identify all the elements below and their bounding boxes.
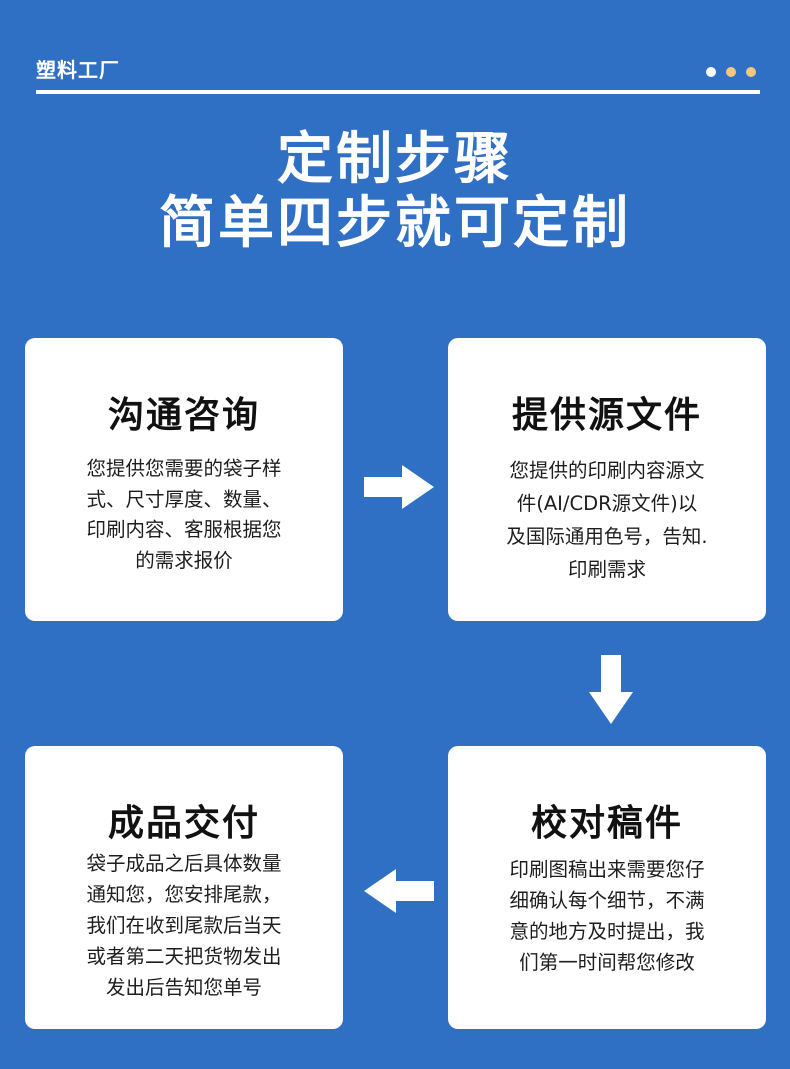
step-description: 您提供您需要的袋子样 式、尺寸厚度、数量、 印刷内容、客服根据您 的需求报价 [25,454,343,576]
step-card-consult: 沟通咨询 您提供您需要的袋子样 式、尺寸厚度、数量、 印刷内容、客服根据您 的需… [25,338,343,621]
window-dots [706,67,756,77]
step-card-source-files: 提供源文件 您提供的印刷内容源文 件(AI/CDR源文件)以 及国际通用色号，告… [448,338,766,621]
desc-line: 印刷内容、客服根据您 [86,518,282,541]
desc-line: 们第一时间帮您修改 [519,951,695,974]
brand-label: 塑料工厂 [36,58,120,82]
desc-line: 及国际通用色号，告知. [506,525,708,548]
step-title: 提供源文件 [511,395,702,436]
step-description: 袋子成品之后具体数量 通知您，您安排尾款， 我们在收到尾款后当天 或者第二天把货… [25,848,343,1003]
step-description: 印刷图稿出来需要您仔 细确认每个细节，不满 意的地方及时提出，我 们第一时间帮您… [448,854,766,978]
step-card-delivery: 成品交付 袋子成品之后具体数量 通知您，您安排尾款， 我们在收到尾款后当天 或者… [25,746,343,1029]
desc-line: 或者第二天把货物发出 [86,945,282,968]
desc-line: 件(AI/CDR源文件)以 [516,492,698,515]
desc-line: 您提供您需要的袋子样 [86,457,282,480]
step-card-proofing: 校对稿件 印刷图稿出来需要您仔 细确认每个细节，不满 意的地方及时提出，我 们第… [448,746,766,1029]
header-divider [36,90,760,94]
desc-line: 细确认每个细节，不满 [509,889,705,912]
desc-line: 印刷图稿出来需要您仔 [509,858,705,881]
step-description: 您提供的印刷内容源文 件(AI/CDR源文件)以 及国际通用色号，告知. 印刷需… [448,454,766,586]
desc-line: 意的地方及时提出，我 [509,920,705,943]
desc-line: 印刷需求 [567,558,646,581]
page-subtitle: 简单四步就可定制 [159,191,631,256]
desc-line: 通知您，您安排尾款， [86,883,282,906]
desc-line: 的需求报价 [135,548,233,572]
step-title: 校对稿件 [530,803,683,844]
arrow-left-icon [364,869,434,913]
dot-1 [706,67,716,77]
arrow-right-icon [364,465,434,509]
desc-line: 袋子成品之后具体数量 [86,852,282,875]
step-title: 沟通咨询 [107,395,260,436]
arrow-down-icon [589,655,633,724]
desc-line: 我们在收到尾款后当天 [86,914,282,937]
desc-line: 发出后告知您单号 [105,976,262,999]
dot-3 [746,67,756,77]
desc-line: 您提供的印刷内容源文 [509,459,705,482]
desc-line: 式、尺寸厚度、数量、 [86,487,282,511]
page-title: 定制步骤 [277,127,513,192]
dot-2 [726,67,736,77]
step-title: 成品交付 [107,803,260,844]
